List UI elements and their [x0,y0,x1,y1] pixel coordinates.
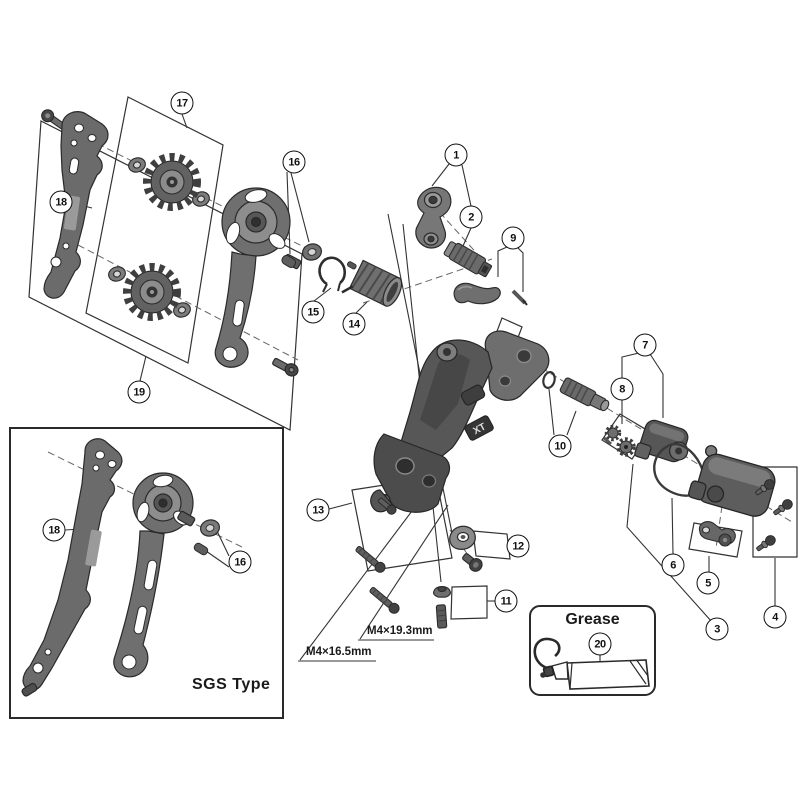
callout-3: 3 [705,617,729,641]
grease-label: Grease [565,611,620,628]
tension-pulley [123,263,181,321]
callout-6: 6 [661,553,685,577]
callout-16-sgs: 16 [228,550,252,574]
washer-15 [301,243,323,261]
screws-13 [355,497,397,573]
derailleur-body: XT [370,330,550,513]
gear-cluster-8 [603,424,636,457]
guide-pulley [143,153,201,211]
guide-pin-9 [511,289,528,306]
bolt-size-label-19-3: M4×19.3mm [367,625,433,637]
body-logo-badge: XT [464,415,494,441]
callout-16: 16 [282,150,306,174]
bracket-axle-unit-1 [415,186,452,249]
bushing-16-sgs [193,542,209,556]
callout-12: 12 [506,534,530,558]
callout-1: 1 [444,143,468,167]
callout-10: 10 [548,434,572,458]
tension-spring-14 [341,259,403,307]
o-ring-10 [542,371,556,389]
callout-7: 7 [633,333,657,357]
callout-13: 13 [306,498,330,522]
case-cover [688,444,776,517]
callout-18: 18 [49,190,73,214]
inner-plate-top [43,111,109,299]
inner-plate-sgs [21,438,123,697]
callout-14: 14 [342,312,366,336]
sgs-type-label: SGS Type [192,676,271,693]
cover-screws-4 [755,479,793,552]
plate-bolt-lower [272,357,299,377]
cone-washer-bolt-11 [433,585,451,629]
pulley-washers-top [108,157,210,318]
group-box-19 [28,120,303,431]
motor-unit-3 [634,419,689,463]
cable-clamp-5 [698,521,736,547]
callout-19: 19 [127,380,151,404]
screw-m4-19-3 [369,587,400,614]
axle-unit-2 [443,241,493,278]
bushing-16 [281,254,297,268]
callout-17: 17 [170,91,194,115]
callout-4: 4 [763,605,787,629]
callout-18-sgs: 18 [42,518,66,542]
callout-2: 2 [459,205,483,229]
callout-20: 20 [588,632,612,656]
cable-guide-9 [453,282,501,305]
outer-plate-sgs [113,472,196,678]
bolt-size-label-16-5: M4×16.5mm [306,646,372,658]
fixing-bolt-top-left [41,109,66,130]
body-logo-text: XT [471,421,487,437]
callout-8: 8 [610,377,634,401]
spring-pin [347,261,357,270]
plunger-10 [559,377,610,412]
group-box-17 [85,96,224,364]
callout-15: 15 [301,300,325,324]
callout-5: 5 [696,571,720,595]
callout-9: 9 [501,226,525,250]
circlip-15 [318,256,347,293]
outer-plate-top [214,187,302,377]
plate-washer-12 [449,525,483,572]
grease-tube [533,637,650,690]
washer-16-sgs [199,519,221,537]
callout-11: 11 [494,589,518,613]
